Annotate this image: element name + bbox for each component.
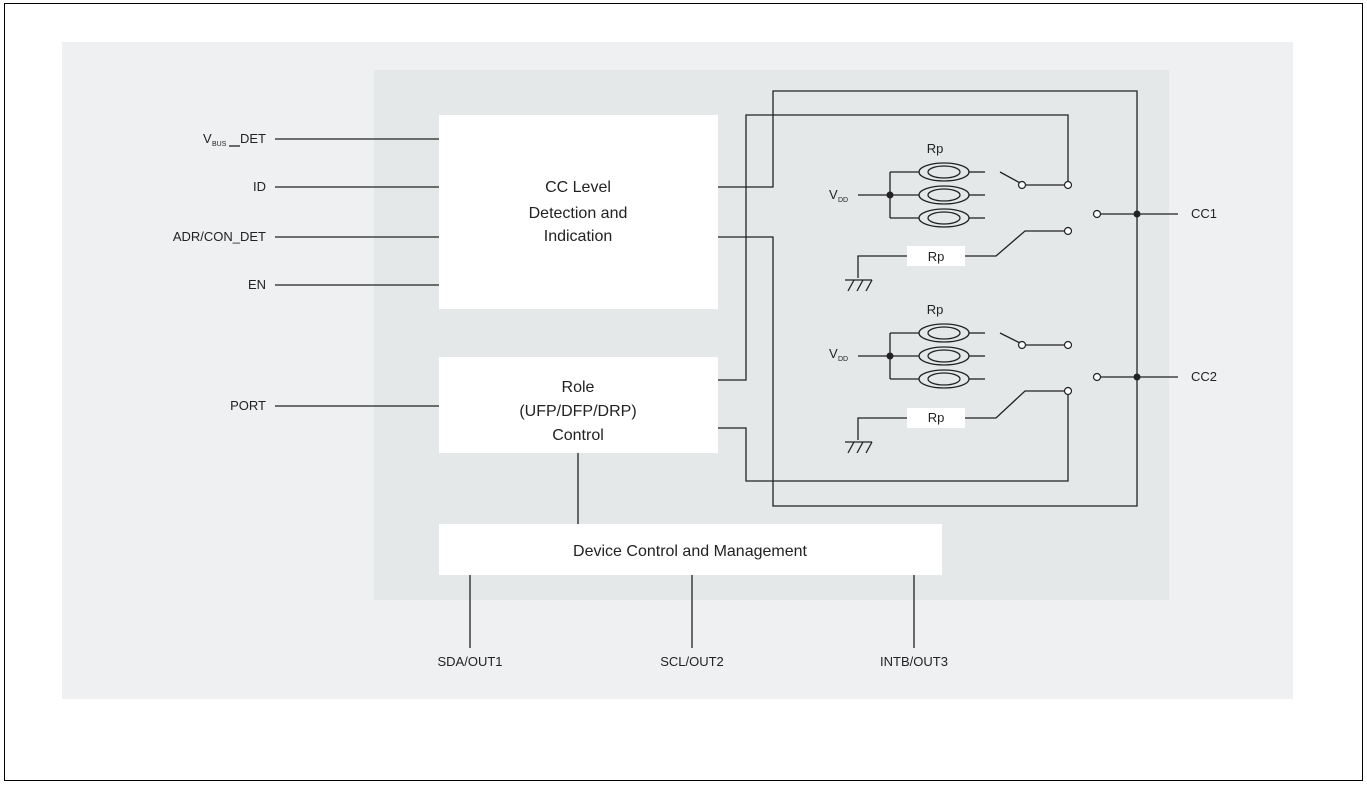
cc-level-line-2: Detection and [529, 205, 628, 222]
device-control-block [439, 524, 942, 575]
cc-level-block [439, 115, 718, 309]
pin-adr-con-det: ADR/CON_DET [173, 229, 266, 244]
pin-id: ID [253, 179, 266, 194]
cc1-vdd-sub: DD [838, 197, 848, 204]
cc-level-line-3: Indication [544, 228, 613, 245]
cc2-rd-label: Rp [928, 410, 945, 425]
pin-vbus-det-suffix: DET [240, 131, 266, 146]
left-pin-wires [275, 138, 439, 407]
cc-routing-wires [718, 90, 1138, 507]
pin-cc2: CC2 [1191, 369, 1217, 384]
cc2-rp-label: Rp [927, 302, 944, 317]
pin-vbus-det-v: V [203, 131, 212, 146]
role-line-1: Role [562, 379, 595, 396]
cc1-switch-network: Rp V DD Rp [829, 141, 1178, 292]
cc2-rd-resistor [907, 408, 965, 428]
cc1-rd-label: Rp [928, 249, 945, 264]
cc-level-line-1: CC Level [545, 179, 611, 196]
cc1-rp-current-sources [858, 162, 985, 228]
pin-sda-out1: SDA/OUT1 [437, 654, 502, 669]
cc2-rp-current-sources [858, 323, 985, 389]
role-control-block [439, 357, 718, 453]
cc1-rp-label: Rp [927, 141, 944, 156]
role-line-2: (UFP/DFP/DRP) [519, 403, 636, 420]
pin-vbus-det-sub: BUS [212, 141, 227, 148]
pin-scl-out2: SCL/OUT2 [660, 654, 724, 669]
pin-cc1: CC1 [1191, 206, 1217, 221]
bus-wires [469, 453, 915, 648]
figure-frame [4, 3, 1363, 781]
device-control-label: Device Control and Management [573, 543, 807, 560]
role-line-3: Control [552, 427, 604, 444]
cc1-vdd-v: V [829, 187, 838, 202]
pin-en: EN [248, 277, 266, 292]
cc1-rd-resistor [907, 246, 965, 266]
cc2-vdd-v: V [829, 346, 838, 361]
pin-port: PORT [230, 398, 266, 413]
pin-intb-out3: INTB/OUT3 [880, 654, 948, 669]
cc2-vdd-sub: DD [838, 356, 848, 363]
cc2-switch-network: Rp V DD Rp [829, 302, 1178, 454]
